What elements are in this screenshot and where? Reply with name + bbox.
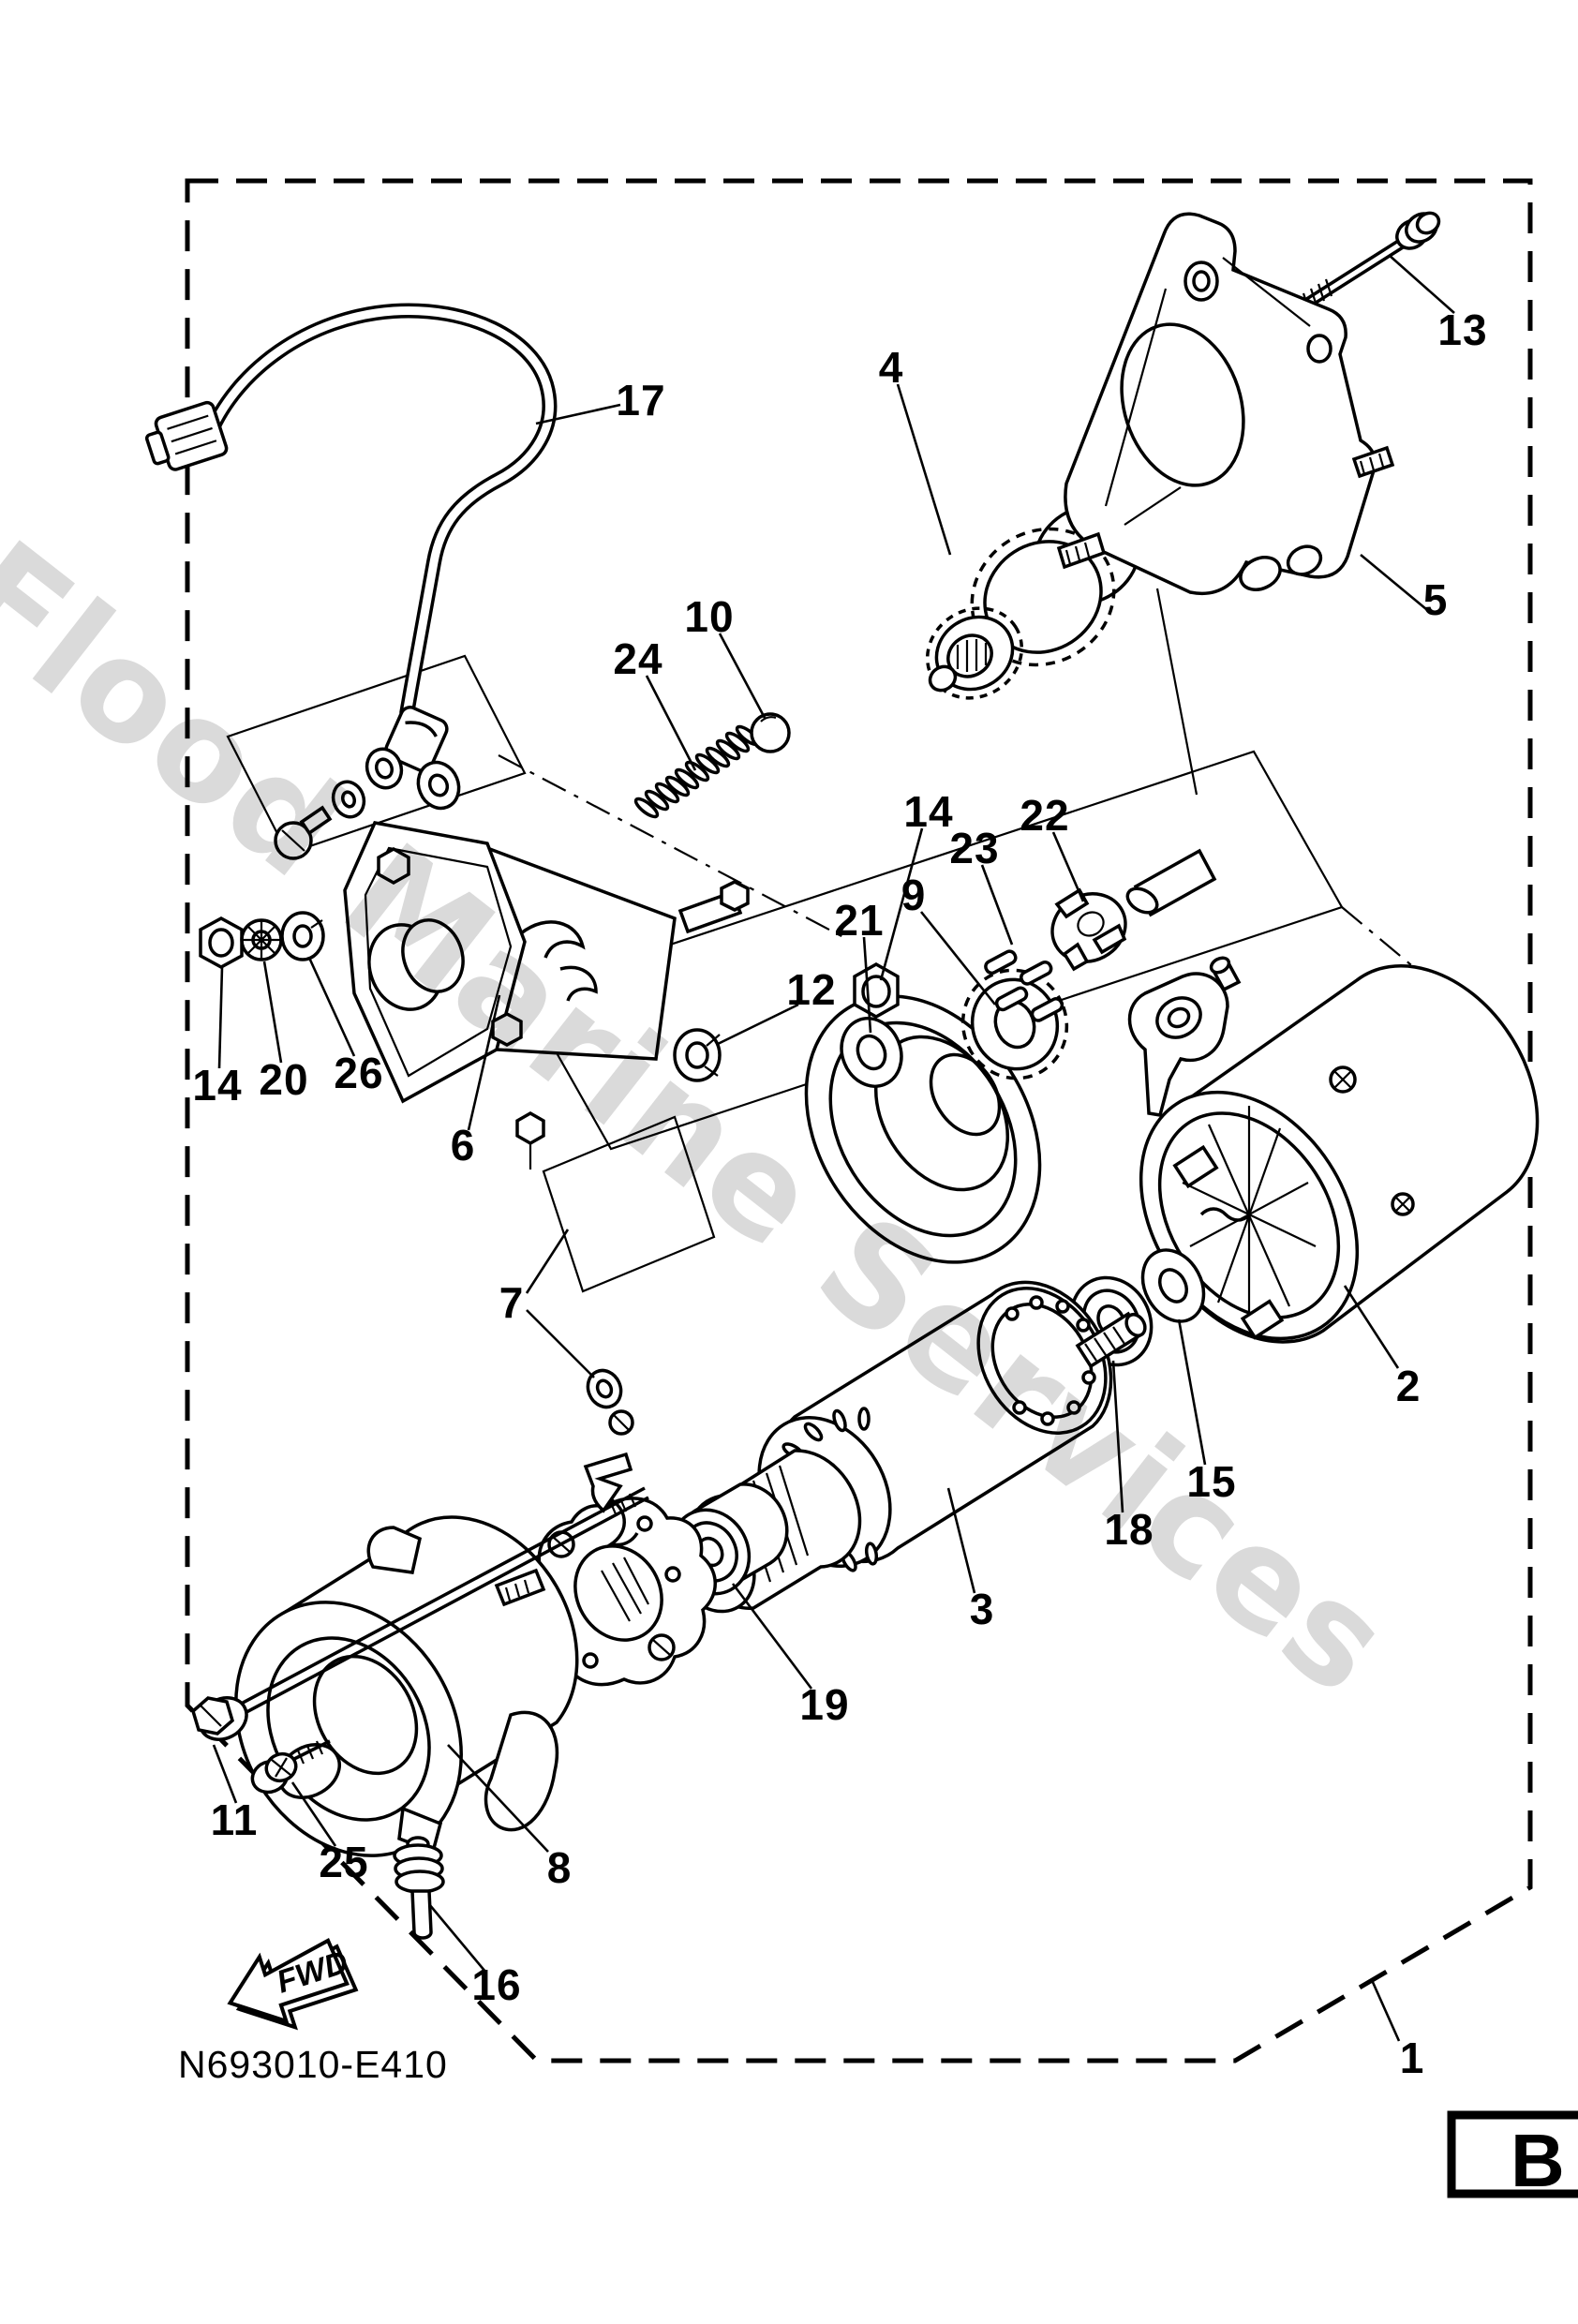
leader-20 — [262, 961, 283, 1064]
washer-15 — [1140, 1248, 1206, 1323]
group-box-brush — [542, 1115, 716, 1293]
leader-12 — [717, 1003, 799, 1046]
callout-label-17: 17 — [616, 376, 666, 425]
callout-label-19: 19 — [799, 1680, 850, 1729]
callout-label-12: 12 — [786, 965, 837, 1014]
armature — [672, 1280, 1147, 1616]
chain-line-1 — [498, 754, 844, 938]
leader-13 — [1388, 254, 1455, 314]
leader-5 — [1360, 553, 1427, 611]
fwd-arrow: FWD — [227, 1938, 359, 2031]
callout-label-1: 1 — [1399, 2034, 1425, 2082]
leader-14 — [217, 966, 224, 1069]
aux-line — [1155, 588, 1198, 796]
leader-16 — [428, 1903, 486, 1973]
callout-label-15: 15 — [1186, 1457, 1237, 1506]
group-box-terminal — [226, 654, 527, 856]
leader-9 — [919, 911, 997, 1006]
callout-label-14: 14 — [192, 1061, 243, 1110]
clutch-pin — [1125, 848, 1217, 917]
callout-label-22: 22 — [1020, 791, 1070, 840]
bolt-16 — [393, 1836, 445, 1940]
leader-25 — [290, 1781, 337, 1847]
terminal-stud — [1209, 956, 1242, 992]
callout-label-24: 24 — [613, 634, 663, 683]
dashed-border — [185, 178, 1533, 2063]
leader-8 — [447, 1744, 549, 1853]
callout-label-13: 13 — [1437, 305, 1488, 354]
drawing-code: N693010-E410 — [178, 2043, 448, 2086]
cable-connector — [144, 400, 229, 471]
terminal-screw-set — [274, 747, 404, 860]
callout-label-10: 10 — [684, 592, 735, 641]
leader-7 — [525, 1229, 570, 1294]
callout-label-21: 21 — [834, 896, 885, 945]
center-hardware — [673, 961, 900, 1082]
chain-line-2 — [1341, 906, 1463, 1008]
callout-label-26: 26 — [334, 1049, 384, 1097]
hanger-bracket — [1127, 972, 1229, 1117]
callout-label-11: 11 — [210, 1795, 259, 1844]
callout-label-5: 5 — [1422, 575, 1449, 624]
callout-label-9: 9 — [901, 871, 927, 919]
leader-24 — [645, 675, 697, 771]
brush-hardware — [583, 1368, 639, 1547]
leader-26 — [307, 957, 356, 1057]
page-letter: B — [1511, 2119, 1565, 2202]
leader-15 — [1177, 1318, 1207, 1466]
leader-18 — [1111, 1360, 1124, 1513]
end-housing — [234, 1515, 579, 1857]
callout-label-16: 16 — [471, 1960, 522, 2009]
leader-lines — [212, 254, 1455, 2042]
through-bolt-11 — [191, 1486, 649, 1741]
callout-label-2: 2 — [1395, 1362, 1422, 1410]
leader-4 — [896, 383, 952, 556]
leader-1 — [1370, 1979, 1401, 2042]
mounting-bracket — [1056, 212, 1395, 595]
callout-label-7: 7 — [499, 1278, 525, 1327]
leader-11 — [212, 1744, 238, 1804]
cable-boot — [384, 706, 449, 773]
callout-label-3: 3 — [969, 1585, 995, 1633]
leader-6 — [467, 994, 501, 1131]
left-hardware-trio — [199, 911, 325, 969]
leader-22 — [1051, 831, 1085, 902]
ball-part — [750, 712, 791, 753]
callout-label-4: 4 — [878, 343, 904, 392]
spline-shaft — [1075, 1311, 1147, 1369]
callout-label-6: 6 — [450, 1121, 476, 1169]
screw-25 — [250, 1739, 331, 1795]
leader-14 — [879, 827, 924, 981]
leader-17 — [535, 403, 621, 425]
clutch-parts-row — [840, 848, 1217, 1088]
solenoid-assembly — [343, 821, 1042, 1264]
cable-part — [144, 303, 558, 811]
clutch-driver — [1050, 887, 1127, 972]
callout-label-14: 14 — [903, 787, 954, 836]
callout-label-23: 23 — [949, 824, 1000, 872]
long-bolt-13 — [1294, 211, 1441, 316]
callout-label-20: 20 — [259, 1055, 309, 1104]
callout-label-18: 18 — [1104, 1505, 1154, 1554]
page-letter-box — [1447, 2110, 1578, 2198]
leader-3 — [946, 1487, 976, 1594]
leader-23 — [980, 864, 1014, 946]
leader-19 — [731, 1583, 813, 1690]
leader-21 — [862, 936, 872, 1034]
leader-10 — [718, 633, 767, 719]
callout-label-25: 25 — [319, 1838, 369, 1886]
leader-2 — [1343, 1285, 1400, 1369]
spring-part — [633, 724, 761, 819]
leader-7 — [526, 1309, 595, 1378]
callout-label-8: 8 — [546, 1843, 573, 1892]
